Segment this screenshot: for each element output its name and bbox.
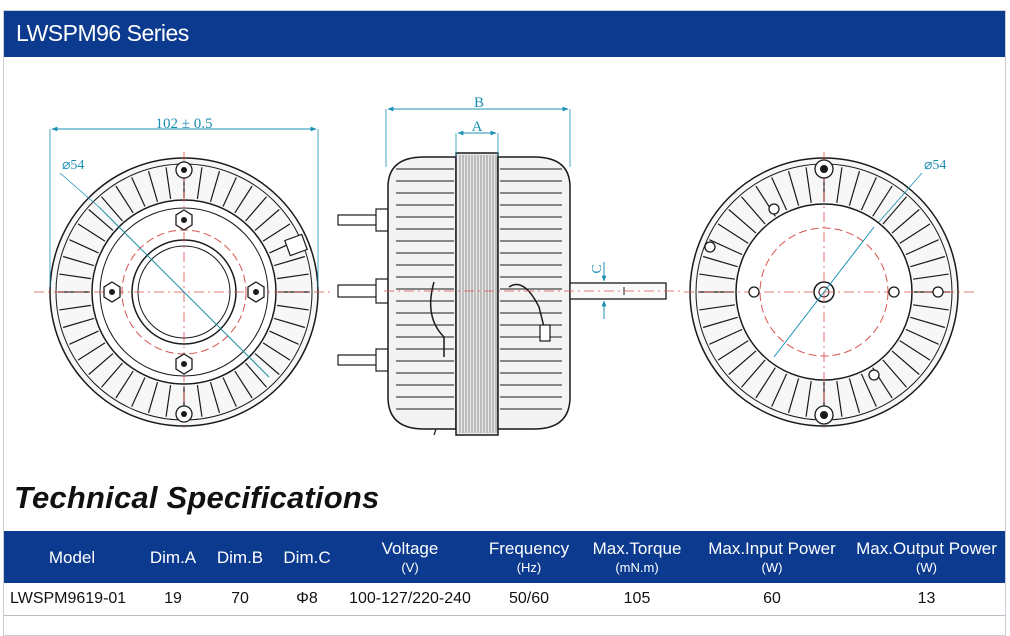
cell-dim-c: Φ8: [274, 583, 340, 616]
cell-max-input-power: 60: [696, 583, 848, 616]
spec-table-header-row: Model Dim.A Dim.B Dim.C Voltage(V) Frequ…: [4, 531, 1005, 583]
col-dim-b: Dim.B: [206, 531, 274, 583]
cell-dim-a: 19: [140, 583, 206, 616]
col-dim-c: Dim.C: [274, 531, 340, 583]
col-max-output-power-unit: (W): [916, 560, 937, 575]
dim-c-label: C: [590, 264, 605, 273]
rear-dimensions: ⌀54: [878, 158, 946, 223]
front-dimensions: 102 ± 0.5 ⌀54: [49, 116, 319, 287]
front-bolt-circle-dimension: ⌀54: [62, 158, 84, 173]
cell-voltage: 100-127/220-240: [340, 583, 480, 616]
col-model: Model: [4, 531, 140, 583]
col-max-input-power-unit: (W): [761, 560, 783, 575]
series-title: LWSPM96 Series: [16, 20, 189, 46]
spec-table: Model Dim.A Dim.B Dim.C Voltage(V) Frequ…: [4, 531, 1005, 616]
col-voltage-unit: (V): [401, 560, 419, 575]
cell-frequency: 50/60: [480, 583, 578, 616]
rear-view: [684, 152, 974, 432]
col-frequency: Frequency(Hz): [480, 531, 578, 583]
table-row: LWSPM9619-01 19 70 Φ8 100-127/220-240 50…: [4, 583, 1005, 616]
cell-max-torque: 105: [578, 583, 696, 616]
technical-specifications-heading: Technical Specifications: [14, 480, 380, 515]
cell-model: LWSPM9619-01: [4, 583, 140, 616]
col-frequency-unit: (Hz): [516, 560, 542, 575]
side-dimensions: B A C: [385, 95, 607, 319]
rear-bolt-circle-dimension: ⌀54: [924, 158, 946, 173]
cell-dim-b: 70: [206, 583, 274, 616]
dim-b-label: B: [474, 95, 484, 111]
dim-a-label: A: [472, 119, 483, 135]
cell-max-output-power: 13: [848, 583, 1005, 616]
front-view: [34, 152, 334, 432]
title-bar: LWSPM96 Series: [4, 11, 1005, 57]
col-max-torque: Max.Torque(mN.m): [578, 531, 696, 583]
col-voltage: Voltage(V): [340, 531, 480, 583]
col-max-input-power: Max.Input Power(W): [696, 531, 848, 583]
col-max-output-power: Max.Output Power(W): [848, 531, 1005, 583]
side-view: [337, 152, 684, 436]
motor-technical-drawing: 102 ± 0.5 ⌀54: [34, 95, 974, 436]
col-max-torque-unit: (mN.m): [615, 560, 659, 575]
overall-width-dimension: 102 ± 0.5: [156, 116, 213, 132]
col-dim-a: Dim.A: [140, 531, 206, 583]
